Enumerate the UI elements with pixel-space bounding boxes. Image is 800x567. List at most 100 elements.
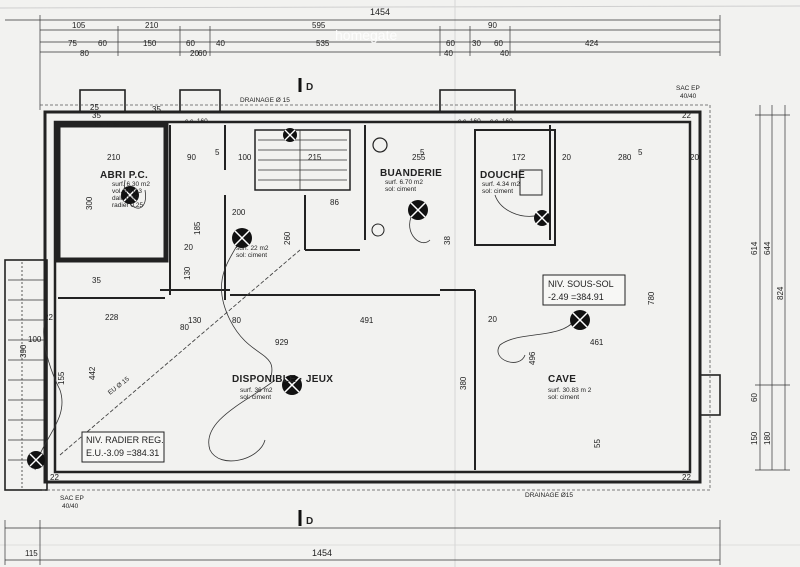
svg-text:surf. 6.30 m2: surf. 6.30 m2 [112,181,150,188]
dim-row2b-1: 80 [80,49,89,58]
drainage-top: DRAINAGE Ø 15 [240,97,290,104]
svg-text:sol: ciment: sol: ciment [240,394,271,401]
section-marker-bottom: D [298,510,313,527]
dim-row2-9: 60 [494,39,503,48]
room-douche: DOUCHE surf. 4.34 m2 sol: ciment [480,170,525,195]
shower-icon [519,169,543,196]
dim-top-total: 1454 [370,7,390,17]
cc-label-3: c.c. 160 [458,118,481,125]
dim-row2b-5: 40 [500,49,509,58]
svg-text:NIV. RADIER REG.: NIV. RADIER REG. [86,435,164,445]
light-fixture-hall [232,228,252,248]
svg-text:sol: ciment: sol: ciment [385,186,416,193]
top-dimension-labels: 1454 105 210 595 90 75 60 150 60 40 535 … [68,7,599,58]
room-disponible: DISPONIBLE · JEUX surf. 36 m2 sol: cimen… [232,374,333,401]
dim-top-4: 90 [488,21,497,30]
svg-text:55: 55 [593,439,602,448]
svg-text:780: 780 [647,291,656,305]
room-hall: surf. 22 m2 sol: ciment [236,245,269,259]
svg-text:22: 22 [682,111,691,120]
svg-text:461: 461 [590,338,604,347]
light-fixture-buanderie [408,200,428,220]
eu-pipe [59,249,301,456]
svg-text:255: 255 [412,153,426,162]
svg-text:-2.49 =384.91: -2.49 =384.91 [548,292,604,302]
dim-right-3: 824 [776,286,785,300]
top-dimensions [5,15,721,110]
svg-text:215: 215 [308,153,322,162]
svg-text:86: 86 [330,198,339,207]
dim-row2-5: 40 [216,39,225,48]
dim-row2-3: 150 [143,39,157,48]
stairs-interior [258,130,347,190]
light-fixture-stairs [283,128,297,142]
cc-label-4: c.c. 160 [490,118,513,125]
svg-text:185: 185 [193,221,202,235]
svg-text:radier 0.25: radier 0.25 [112,202,143,209]
dim-right-2: 644 [763,241,772,255]
svg-text:25: 25 [90,103,99,112]
svg-text:100: 100 [28,335,42,344]
svg-text:surf. 22 m2: surf. 22 m2 [236,245,269,252]
dim-right-6: 180 [763,431,772,445]
dim-row2-7: 60 [446,39,455,48]
svg-text:90: 90 [187,153,196,162]
room-cave: CAVE surf. 30.83 m 2 sol: ciment [548,374,592,401]
bottom-dimensions [4,520,721,565]
dim-bottom-total: 1454 [312,548,332,558]
light-fixture-abri [121,186,139,204]
room-abri: ABRI P.C. surf. 6.30 m2 vol. 56 m3 dall.… [100,170,150,209]
dim-row2b-4: 40 [444,49,453,58]
svg-text:35: 35 [92,111,101,120]
section-marker-top: D [298,78,313,93]
light-fixture-stair-exterior [27,451,45,469]
boiler-icon [371,223,385,237]
sac-ep-top-size: 40/40 [680,93,697,100]
svg-text:155: 155 [57,371,66,385]
svg-text:surf. 30.83 m 2: surf. 30.83 m 2 [548,387,592,394]
room-name: DOUCHE [480,170,525,181]
svg-text:300: 300 [85,196,94,210]
dim-row2-6: 535 [316,39,330,48]
svg-text:sol: ciment: sol: ciment [482,188,513,195]
dim-bottom-left: 115 [25,549,38,558]
dim-right-4: 60 [750,393,759,402]
dim-row2-8: 30 [472,39,481,48]
svg-text:22: 22 [44,313,53,322]
section-marker-top-label: D [306,82,313,93]
light-fixture-douche [534,210,550,226]
svg-text:5: 5 [215,148,220,157]
svg-text:210: 210 [107,153,121,162]
svg-text:390: 390 [19,344,28,358]
room-name: CAVE [548,374,576,385]
cc-label-2: c.c. 160 [185,118,208,125]
level-box-radier: NIV. RADIER REG. E.U.-3.09 =384.31 [81,431,165,463]
svg-text:20: 20 [488,315,497,324]
sac-ep-top: SAC EP [676,85,700,92]
dim-row2-1: 75 [68,39,77,48]
light-fixture-jeux [282,375,302,395]
svg-text:sol: ciment: sol: ciment [236,252,267,259]
svg-text:surf. 4.34 m2: surf. 4.34 m2 [482,181,520,188]
right-dimensions [755,105,790,471]
toilet-icon [372,137,388,153]
svg-text:200: 200 [232,208,246,217]
dim-row2b-2: 20 [190,49,199,58]
svg-text:172: 172 [512,153,526,162]
watermark: homegate [335,27,397,43]
svg-text:130: 130 [183,266,192,280]
interior-dimensions: 25 35 210 90 100 215 255 172 280 20 22 3… [19,103,699,482]
svg-text:380: 380 [459,376,468,390]
svg-text:sol: ciment: sol: ciment [548,394,579,401]
svg-text:80: 80 [232,316,241,325]
svg-text:280: 280 [618,153,632,162]
svg-text:35: 35 [152,105,161,114]
svg-text:100: 100 [238,153,252,162]
svg-text:20: 20 [562,153,571,162]
sac-ep-bottom: SAC EP [60,495,84,502]
svg-text:5: 5 [638,148,643,157]
svg-text:491: 491 [360,316,374,325]
svg-text:80: 80 [180,323,189,332]
room-name: BUANDERIE [380,168,442,179]
room-name: ABRI P.C. [100,170,148,181]
